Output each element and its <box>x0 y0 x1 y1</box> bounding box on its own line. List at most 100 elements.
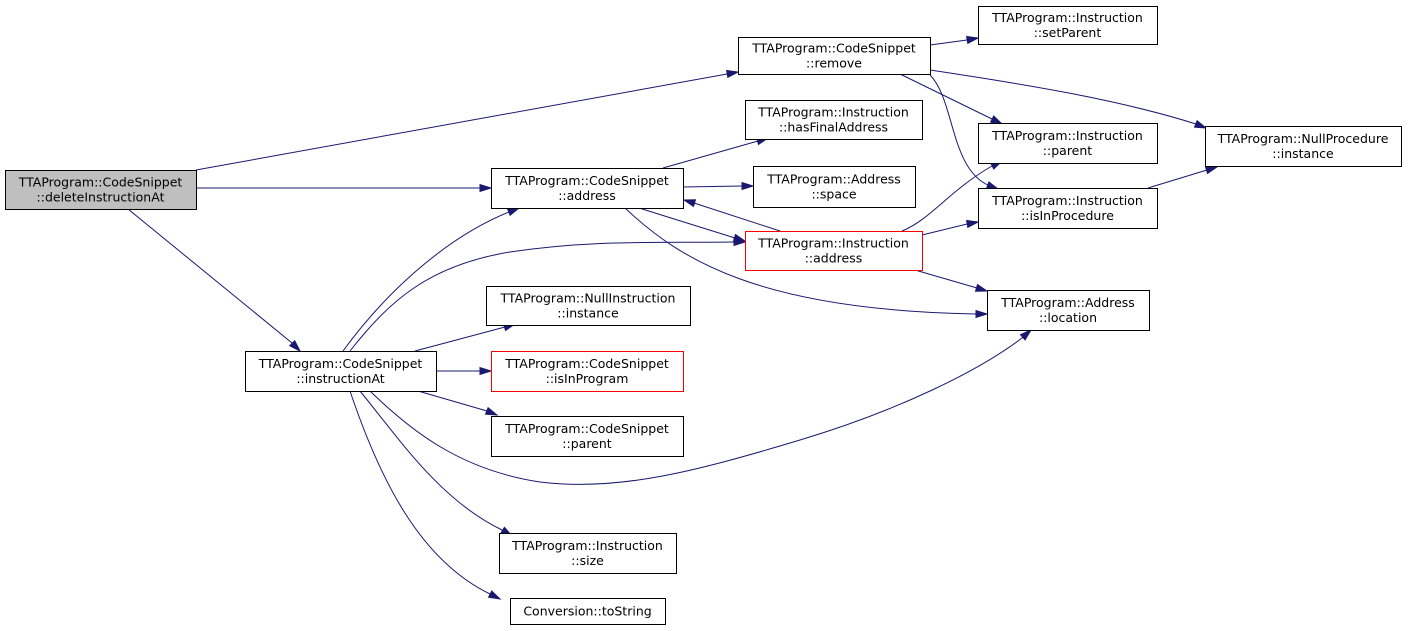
edge-line <box>929 69 1197 125</box>
edge-cs_address-to-addr_space <box>682 181 755 191</box>
node-instr_address[interactable]: TTAProgram::Instruction::address <box>745 231 923 271</box>
edge-cs_address-to-instr_address <box>638 207 747 242</box>
node-label-line1: TTAProgram::Instruction <box>991 128 1143 143</box>
node-label-line1: TTAProgram::Instruction <box>757 236 909 251</box>
node-label-line1: TTAProgram::Instruction <box>991 193 1143 208</box>
node-box[interactable] <box>745 231 923 271</box>
node-cs_instructionAt[interactable]: TTAProgram::CodeSnippet::instructionAt <box>245 351 437 392</box>
node-label-line2: ::parent <box>562 436 611 451</box>
node-addr_space[interactable]: TTAProgram::Address::space <box>753 166 916 208</box>
edge-cs_instructionAt-to-addr_location <box>369 328 1033 485</box>
node-label-line1: TTAProgram::Address <box>1000 295 1135 310</box>
edge-line <box>682 185 743 188</box>
node-box[interactable] <box>510 598 666 625</box>
arrowhead <box>733 237 747 247</box>
edge-cs_address-to-addr_location <box>624 207 989 319</box>
node-nullinstr_instance[interactable]: TTAProgram::NullInstruction::instance <box>486 286 691 326</box>
node-label-line2: ::remove <box>806 56 862 71</box>
arrowhead <box>725 69 740 79</box>
node-box[interactable] <box>978 6 1158 45</box>
arrowhead <box>741 181 755 191</box>
arrowhead <box>487 590 502 600</box>
arrowhead <box>965 219 980 229</box>
edge-line <box>359 390 503 531</box>
nodes-layer: TTAProgram::CodeSnippet::deleteInstructi… <box>5 6 1402 625</box>
node-box[interactable] <box>499 533 677 574</box>
node-label-line1: TTAProgram::CodeSnippet <box>18 175 183 190</box>
arrowhead <box>974 283 989 292</box>
edge-cs_remove-to-instr_setParent <box>929 35 980 46</box>
arrowhead <box>506 207 521 217</box>
node-label-line1: TTAProgram::CodeSnippet <box>504 421 669 436</box>
node-box[interactable] <box>738 37 931 75</box>
node-cs_address[interactable]: TTAProgram::CodeSnippet::address <box>491 168 684 209</box>
node-deleteInstructionAt[interactable]: TTAProgram::CodeSnippet::deleteInstructi… <box>5 170 197 210</box>
node-box[interactable] <box>245 351 437 392</box>
edge-line <box>638 207 736 239</box>
edge-cs_remove-to-nullproc_instance <box>929 69 1208 129</box>
node-box[interactable] <box>491 416 684 457</box>
node-addr_location[interactable]: TTAProgram::Address::location <box>987 290 1150 331</box>
edge-line <box>662 140 759 169</box>
node-box[interactable] <box>486 286 691 326</box>
edge-cs_remove-to-instr_isInProcedure <box>929 74 1000 190</box>
edge-cs_instructionAt-to-nullinstr_instance <box>414 323 517 352</box>
arrowhead <box>985 181 1000 190</box>
edge-line <box>929 39 968 46</box>
arrowhead <box>288 339 302 353</box>
node-label-line2: ::instance <box>1272 146 1334 161</box>
node-label-line1: TTAProgram::Instruction <box>757 105 909 120</box>
node-instr_isInProcedure[interactable]: TTAProgram::Instruction::isInProcedure <box>978 188 1158 229</box>
node-label-line1: TTAProgram::Instruction <box>511 538 663 553</box>
node-box[interactable] <box>753 166 916 208</box>
edge-instr_address-to-instr_isInProcedure <box>921 219 980 236</box>
edge-line <box>349 241 735 352</box>
node-box[interactable] <box>491 351 684 392</box>
node-label-line2: ::address <box>805 251 863 266</box>
node-cs_remove[interactable]: TTAProgram::CodeSnippet::remove <box>738 37 931 75</box>
edge-line <box>901 165 993 232</box>
node-label-line2: ::isInProgram <box>546 371 629 386</box>
edge-deleteInstructionAt-to-cs_address <box>196 183 493 193</box>
arrowhead <box>989 115 1004 125</box>
node-label-line2: ::deleteInstructionAt <box>37 190 165 205</box>
node-box[interactable] <box>1205 126 1402 167</box>
node-label-line1: TTAProgram::NullProcedure <box>1217 131 1389 146</box>
node-label-line1: TTAProgram::Address <box>766 172 901 187</box>
edge-line <box>342 211 510 352</box>
node-label-line1: TTAProgram::CodeSnippet <box>751 41 916 56</box>
node-instr_size[interactable]: TTAProgram::Instruction::size <box>499 533 677 574</box>
node-label-line2: ::parent <box>1043 143 1092 158</box>
node-instr_parent[interactable]: TTAProgram::Instruction::parent <box>978 123 1158 164</box>
edge-line <box>414 326 506 352</box>
node-label-line2: ::hasFinalAddress <box>779 120 888 135</box>
node-cs_parent[interactable]: TTAProgram::CodeSnippet::parent <box>491 416 684 457</box>
node-nullproc_instance[interactable]: TTAProgram::NullProcedure::instance <box>1205 126 1402 167</box>
node-box[interactable] <box>978 188 1158 229</box>
edge-line <box>349 390 491 595</box>
arrowhead <box>975 309 989 319</box>
node-conv_toString[interactable]: Conversion::toString <box>510 598 666 625</box>
node-box[interactable] <box>491 168 684 209</box>
arrowhead <box>1019 328 1033 341</box>
edge-cs_instructionAt-to-cs_parent <box>417 390 499 416</box>
node-box[interactable] <box>745 100 923 140</box>
arrowhead <box>1204 166 1219 175</box>
edge-deleteInstructionAt-to-cs_remove <box>195 69 740 171</box>
edge-line <box>195 73 728 171</box>
node-label-line2: ::address <box>558 188 616 203</box>
edge-line <box>417 390 488 412</box>
arrowhead <box>479 183 493 193</box>
node-box[interactable] <box>978 123 1158 164</box>
edge-deleteInstructionAt-to-cs_instructionAt <box>127 208 302 353</box>
node-box[interactable] <box>987 290 1150 331</box>
node-cs_isInProgram[interactable]: TTAProgram::CodeSnippet::isInProgram <box>491 351 684 392</box>
node-label-line2: ::instance <box>557 306 619 321</box>
node-label-line1: TTAProgram::Instruction <box>991 10 1143 25</box>
edge-cs_instructionAt-to-instr_address <box>349 237 747 352</box>
node-box[interactable] <box>5 170 197 210</box>
node-instr_setParent[interactable]: TTAProgram::Instruction::setParent <box>978 6 1158 45</box>
node-instr_hasFinalAddress[interactable]: TTAProgram::Instruction::hasFinalAddress <box>745 100 923 140</box>
node-label-line1: Conversion::toString <box>523 604 651 619</box>
